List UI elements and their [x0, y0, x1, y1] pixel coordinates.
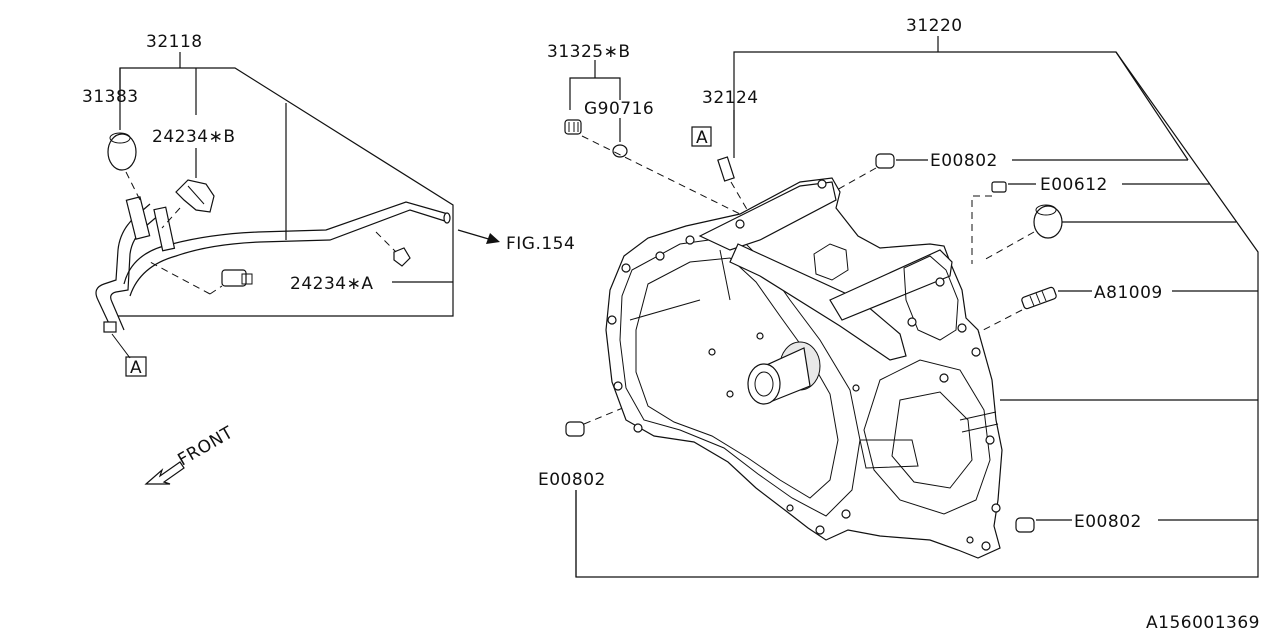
- label-e00802-right: E00802: [1074, 512, 1142, 532]
- hose-marker-leader: [111, 333, 131, 359]
- dowel-e00802-right: [1015, 517, 1035, 533]
- transmission-case-assembly: A: [564, 36, 1259, 578]
- label-24234b: 24234∗B: [152, 127, 236, 147]
- label-32118: 32118: [146, 32, 203, 52]
- clip-24234b: [175, 179, 215, 213]
- plug-dash-line: [581, 135, 741, 215]
- ring-seal: [1033, 204, 1063, 239]
- pipe-clip-dash: [375, 231, 397, 253]
- vertical-fitting-2: [153, 206, 176, 252]
- case-output-shaft-2: [961, 423, 999, 433]
- label-a81009: A81009: [1094, 283, 1163, 303]
- breather-hose-assembly: [95, 52, 500, 359]
- hose-tube: [95, 203, 151, 331]
- transmission-case-31220: [605, 177, 1003, 559]
- ref-marker-top: A: [691, 126, 712, 148]
- ref-marker-top-text: A: [696, 128, 708, 148]
- label-31325b: 31325∗B: [547, 42, 631, 62]
- leader-frame-link: [1115, 51, 1189, 161]
- pin-32124: [717, 156, 735, 182]
- case-top-boss: [813, 243, 849, 281]
- stud-a81009: [1021, 286, 1057, 310]
- clip-b-dash: [161, 207, 181, 229]
- dowel-e00802-left: [565, 421, 585, 437]
- case-detail-line: [629, 299, 701, 321]
- case-output-shaft: [959, 411, 997, 421]
- ref-marker-left-text: A: [130, 358, 142, 378]
- clip-24234a: [221, 269, 247, 287]
- pipe-end: [443, 212, 451, 224]
- case-bolt-holes: [607, 179, 1001, 551]
- front-arrow-icon: [144, 461, 185, 485]
- case-right-flange: [903, 255, 959, 341]
- ring-dash: [983, 231, 1035, 261]
- label-31383: 31383: [82, 87, 139, 107]
- case-top-rib: [698, 181, 837, 251]
- dowel-top-dash: [825, 167, 877, 197]
- clip-24234a-end: [241, 273, 253, 285]
- case-lower-rib: [859, 439, 919, 469]
- case-side-bulge: [863, 359, 991, 515]
- figure-id: A156001369: [1146, 613, 1260, 633]
- breather-cap-31383: [107, 133, 137, 171]
- label-e00612: E00612: [1040, 175, 1108, 195]
- ref-marker-left: A: [125, 356, 147, 378]
- plug-31325b: [564, 119, 582, 135]
- pin-e00612-dash: [971, 195, 992, 264]
- pipe-clip: [393, 247, 411, 267]
- pin-dash: [730, 181, 753, 219]
- clip-a-dash-2: [149, 261, 211, 295]
- fig154-arrow-head: [486, 233, 500, 244]
- case-flange-inner: [635, 257, 839, 499]
- cap-dash-line: [125, 171, 141, 201]
- case-detail-line-2: [719, 249, 731, 301]
- vertical-fitting: [125, 196, 151, 240]
- label-fig154: FIG.154: [506, 234, 575, 254]
- front-label: FRONT: [175, 423, 238, 471]
- label-e00802-top: E00802: [930, 151, 998, 171]
- fig154-arrow-line: [457, 229, 493, 241]
- case-cross-beam: [729, 243, 907, 361]
- clip-a-dash: [209, 285, 223, 295]
- label-g90716: G90716: [584, 99, 654, 119]
- front-arrow: FRONT: [144, 423, 238, 485]
- label-32124: 32124: [702, 88, 759, 108]
- pipe-upper: [129, 209, 449, 297]
- clip-24234b-detail: [187, 185, 205, 205]
- label-e00802-left: E00802: [538, 470, 606, 490]
- hose-end-fitting: [103, 321, 117, 333]
- gasket-g90716: [612, 144, 628, 158]
- case-upper-arm: [829, 249, 953, 321]
- breather-cap-top: [109, 132, 131, 144]
- pipe-lower: [123, 201, 449, 285]
- case-bearing-boss: [747, 341, 821, 405]
- label-24234a: 24234∗A: [290, 274, 373, 294]
- pin-e00612: [991, 181, 1007, 193]
- case-side-detail: [891, 391, 973, 489]
- dowel-e00802-top: [875, 153, 895, 169]
- label-31220: 31220: [906, 16, 963, 36]
